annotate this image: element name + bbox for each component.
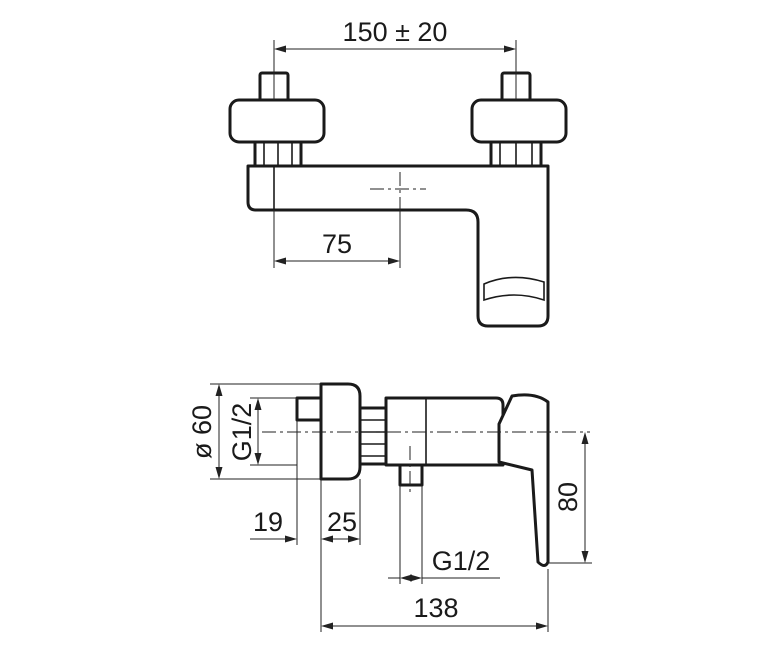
side-view: ø 60 G1/2 19 25: [187, 382, 592, 632]
dim-25-label: 25: [327, 507, 357, 537]
dim-19-label: 19: [253, 507, 283, 537]
dim-spacing: 150 ± 20: [273, 17, 517, 100]
fitting-stub: [295, 396, 323, 422]
dim-length: 138: [321, 569, 549, 632]
dim-diameter: ø 60: [187, 383, 321, 480]
dim-spacing-label: 150 ± 20: [343, 17, 448, 47]
dim-length-label: 138: [413, 593, 458, 623]
lever-tip: [483, 276, 545, 302]
dim-diameter-label: ø 60: [187, 405, 217, 459]
dim-thread-left-label: G1/2: [227, 403, 257, 462]
dim-offset-label: 75: [322, 229, 352, 259]
dim-thread-left: G1/2: [227, 397, 297, 466]
dim-thread-bottom: G1/2: [388, 485, 500, 584]
dim-height-label: 80: [553, 482, 583, 512]
right-connection: [470, 71, 568, 168]
dim-height: 80: [548, 432, 592, 564]
hex-nut: [358, 406, 388, 466]
top-view: 150 ± 20 75: [228, 17, 568, 328]
left-connection: [228, 71, 326, 168]
dim-offset: 75: [273, 206, 401, 268]
bottom-outlet: [398, 463, 424, 487]
dim-19-25: 19 25: [250, 420, 361, 632]
mixer-body-top: [246, 164, 550, 328]
dim-thread-bottom-label: G1/2: [432, 546, 491, 576]
lever-handle: [497, 393, 550, 567]
